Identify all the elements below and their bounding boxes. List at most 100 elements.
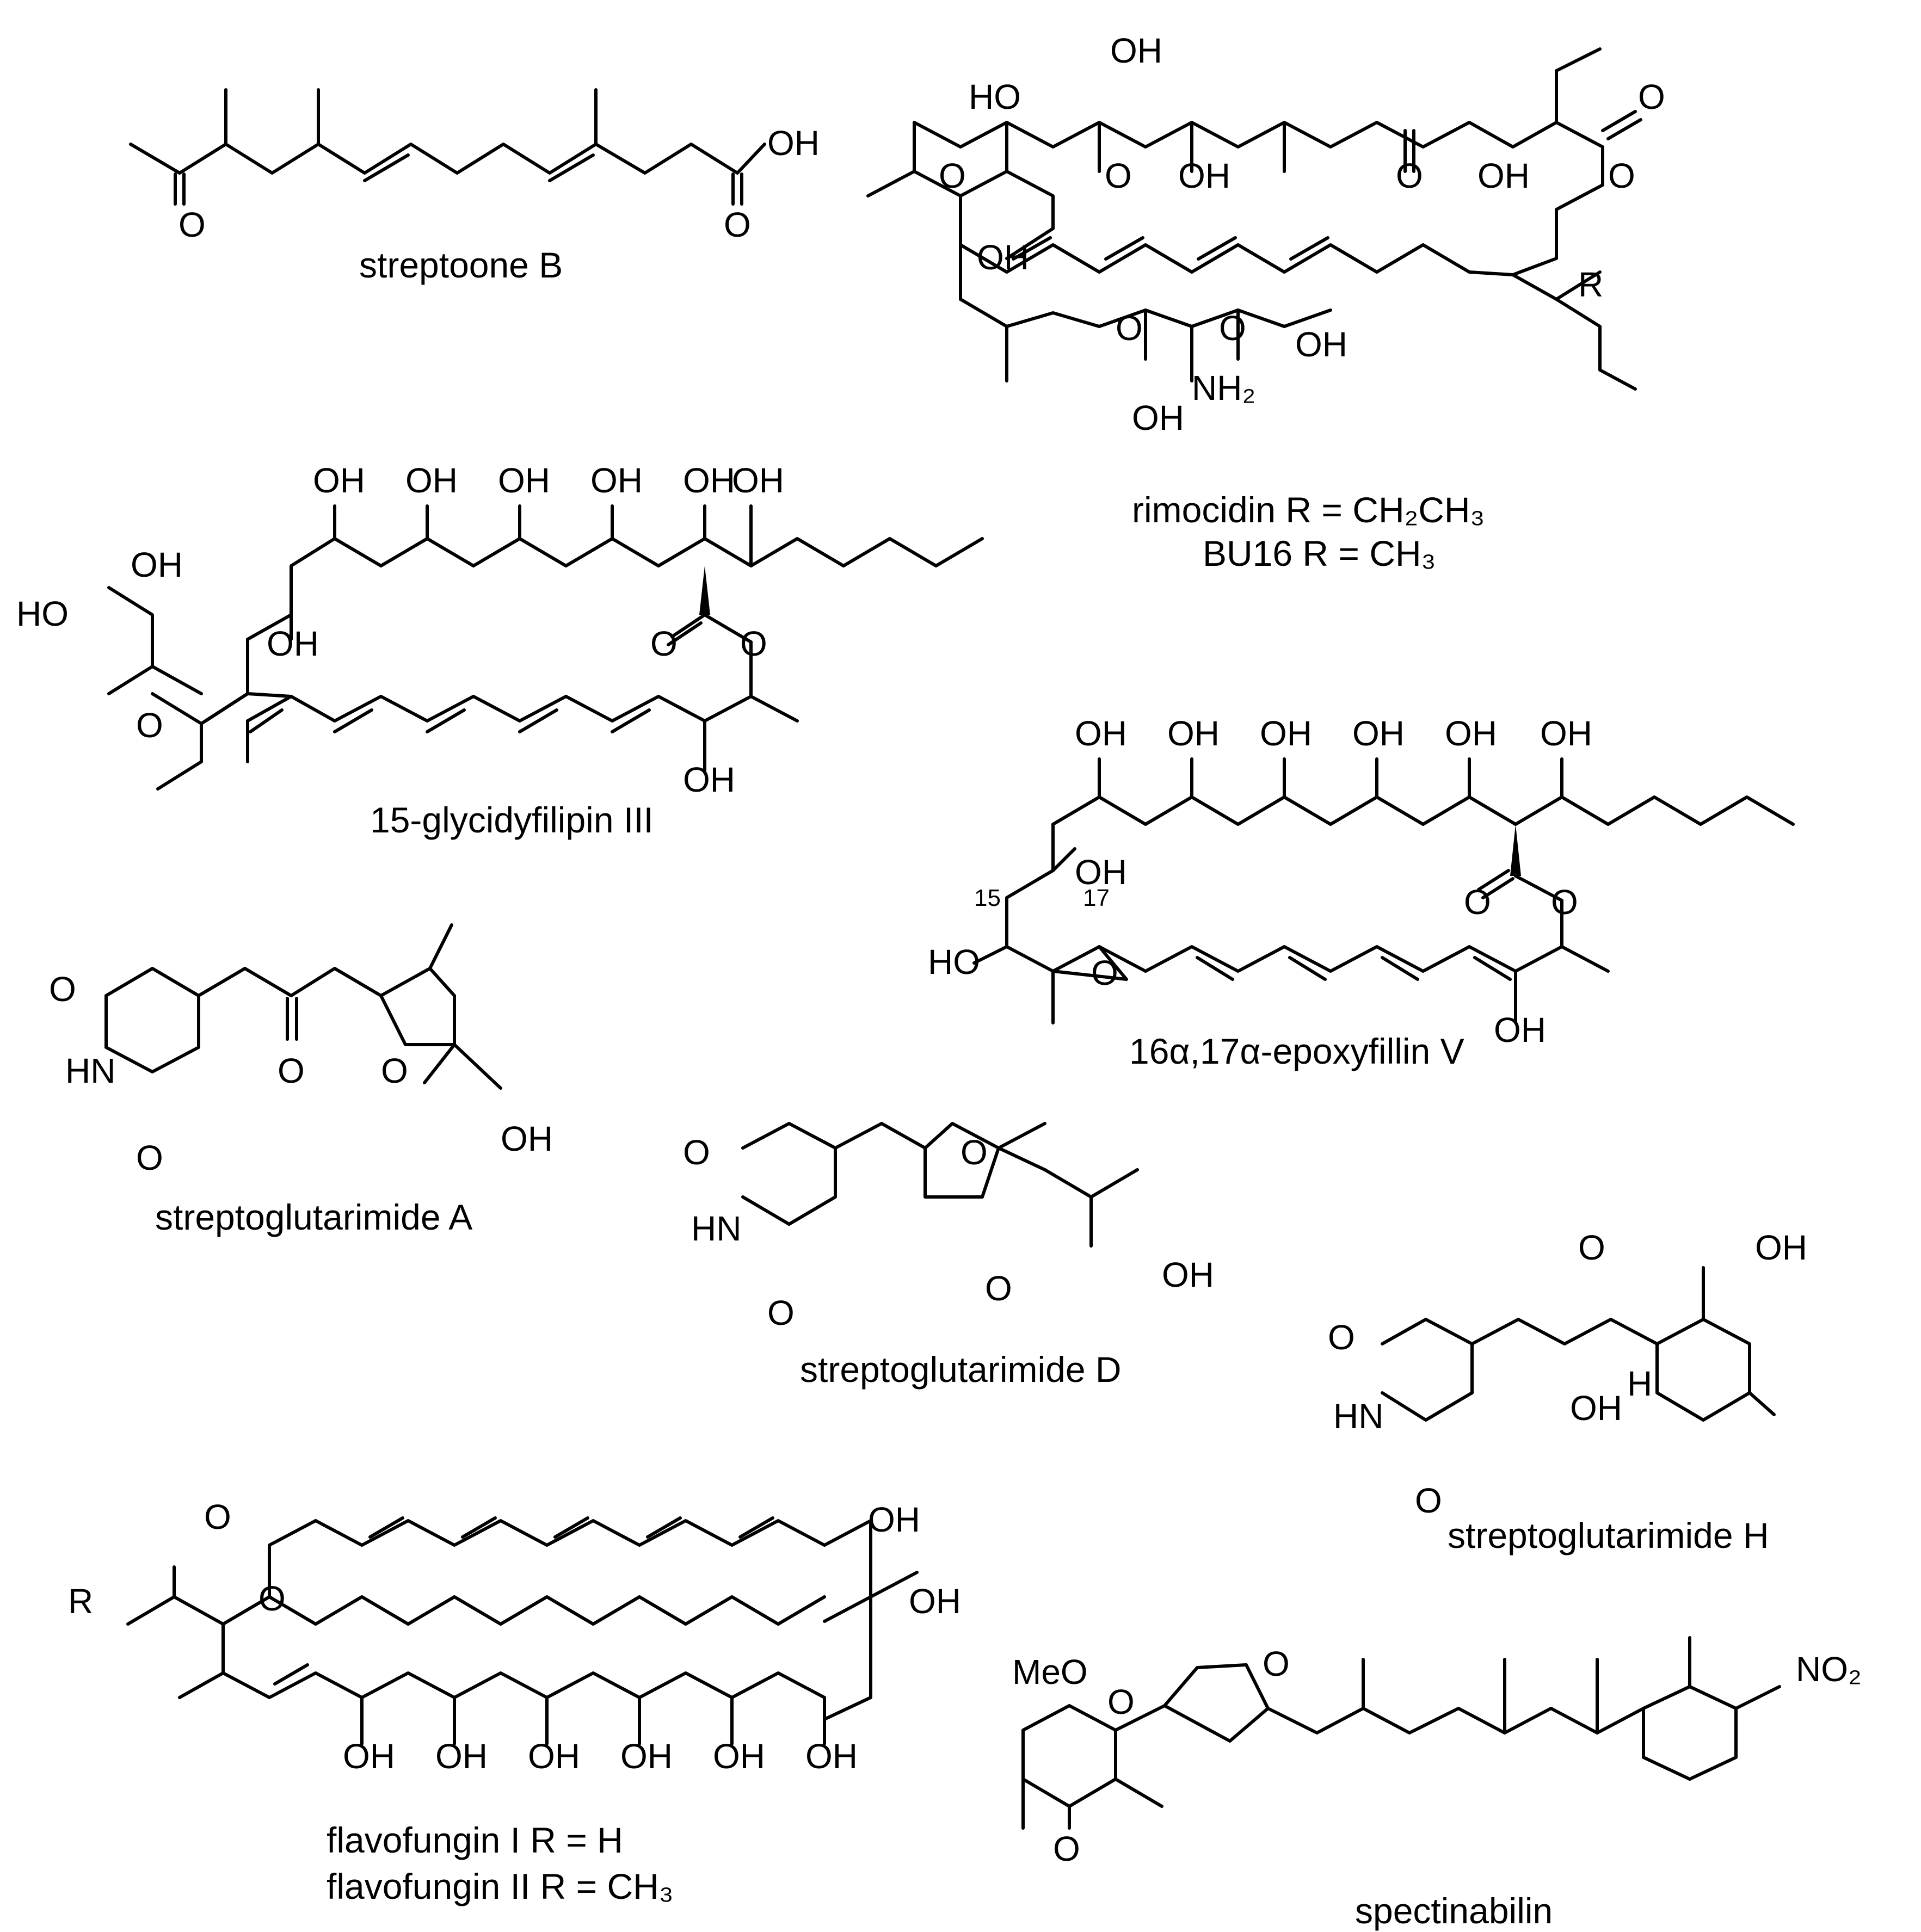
structure-streptoglutarimide-h: O HN O O OH OH H streptoglutarimide H — [1328, 1228, 1807, 1556]
structure-streptoglutarimide-a: O HN O O O OH streptoglutarimide A — [49, 923, 553, 1237]
streptoglutarimide-h-o-1: O — [1328, 1318, 1355, 1357]
spectinabilin-meo: MeO — [1012, 1652, 1088, 1692]
caption-spectinabilin: spectinabilin — [1355, 1891, 1553, 1931]
structure-streptoone-b: O O OH streptoone B — [129, 88, 820, 285]
rimocidin-sugar-oh-2: OH — [1132, 398, 1184, 437]
streptoone-b-acid-o: O — [724, 205, 751, 244]
structure-epoxyfillin: OH OH OH OH OH OH OH O O 15 17 HO O OH 1… — [928, 714, 1795, 1071]
glycidyfilipin-oh-7: OH — [267, 624, 319, 663]
streptoone-b-ketone-o: O — [178, 205, 206, 244]
epoxyfillin-epoxide-o: O — [1091, 953, 1118, 992]
structure-rimocidin: HO OH O OH O OH O O O OH R O O OH NH₂ OH… — [866, 31, 1665, 573]
streptoglutarimide-a-oh: OH — [501, 1119, 553, 1158]
glycidyfilipin-carbonyl-o: O — [650, 624, 678, 663]
rimocidin-ring-o: O — [1105, 156, 1132, 195]
caption-streptoglutarimide-h: streptoglutarimide H — [1448, 1515, 1769, 1556]
flavofungin-r: R — [68, 1582, 93, 1621]
rimocidin-ketone-o: O — [1396, 156, 1423, 195]
caption-epoxyfillin: 16α,17α-epoxyfillin V — [1129, 1031, 1464, 1071]
streptoglutarimide-h-ketone-o: O — [1578, 1228, 1605, 1267]
caption-flavofungin-i: flavofungin I R = H — [327, 1820, 623, 1860]
rimocidin-oh-hemiketal: OH — [1110, 31, 1162, 70]
caption-flavofungin-ii: flavofungin II R = CH₃ — [327, 1866, 674, 1906]
glycidyfilipin-oh-3: OH — [498, 461, 550, 500]
spectinabilin-no2: NO₂ — [1796, 1650, 1862, 1689]
streptoglutarimide-a-hn: HN — [65, 1051, 115, 1090]
flavofungin-oh-7: OH — [713, 1737, 765, 1776]
rimocidin-oh-2: OH — [1178, 156, 1230, 195]
glycidyfilipin-oh-5: OH — [683, 461, 735, 500]
caption-streptoglutarimide-a: streptoglutarimide A — [155, 1197, 472, 1237]
caption-glycidyfilipin: 15-glycidyfilipin III — [370, 800, 654, 840]
epoxyfillin-oh-6: OH — [1540, 714, 1592, 753]
streptoglutarimide-a-ring-o: O — [381, 1051, 408, 1090]
streptoglutarimide-d-ring-o: O — [960, 1133, 988, 1172]
rimocidin-nh2: NH₂ — [1192, 368, 1255, 408]
streptoglutarimide-h-oh-2: OH — [1570, 1388, 1622, 1428]
rimocidin-oh-3: OH — [1477, 156, 1530, 195]
glycidyfilipin-ether-o: O — [136, 706, 163, 745]
rimocidin-carbonyl-o: O — [1638, 77, 1665, 116]
flavofungin-oh-3: OH — [343, 1737, 395, 1776]
spectinabilin-ketone-o: O — [1053, 1829, 1080, 1868]
epoxyfillin-oh-7: OH — [1075, 853, 1127, 892]
flavofungin-oh-5: OH — [528, 1737, 580, 1776]
rimocidin-glycoside-o: O — [1116, 308, 1143, 348]
flavofungin-carbonyl-o: O — [204, 1497, 231, 1536]
structure-flavofungin: R O O OH OH OH OH OH OH OH OH flavofungi… — [68, 1497, 961, 1906]
structure-glycidyfilipin: OH OH OH OH OH OH OH O O OH OH HO O 15-g… — [16, 461, 984, 840]
rimocidin-ester-o: O — [1608, 156, 1635, 195]
flavofungin-oh-8: OH — [805, 1737, 858, 1776]
structure-streptoglutarimide-d: O HN O O O OH streptoglutarimide D — [683, 1122, 1214, 1390]
streptoglutarimide-a-o-1: O — [49, 970, 76, 1009]
caption-streptoglutarimide-d: streptoglutarimide D — [800, 1349, 1122, 1390]
streptoglutarimide-h-hn: HN — [1333, 1397, 1383, 1436]
streptoglutarimide-d-o-2: O — [767, 1293, 795, 1332]
streptoglutarimide-d-ketone-o: O — [985, 1269, 1012, 1308]
epoxyfillin-oh-3: OH — [1260, 714, 1312, 753]
streptoglutarimide-d-hn: HN — [691, 1209, 741, 1248]
spectinabilin-thf-o: O — [1263, 1644, 1290, 1683]
structure-spectinabilin: MeO O O O NO₂ spectinabilin — [1012, 1636, 1862, 1931]
flavofungin-ester-o: O — [258, 1579, 286, 1618]
glycidyfilipin-oh-1: OH — [313, 461, 365, 500]
epoxyfillin-oh-4: OH — [1352, 714, 1405, 753]
epoxyfillin-oh-1: OH — [1075, 714, 1127, 753]
rimocidin-r: R — [1578, 265, 1603, 304]
flavofungin-oh-4: OH — [435, 1737, 488, 1776]
rimocidin-sugar-o: O — [1219, 308, 1246, 348]
caption-rimocidin: rimocidin R = CH₂CH₃ — [1132, 490, 1485, 530]
streptoglutarimide-a-ketone-o: O — [278, 1051, 305, 1090]
epoxyfillin-label-17: 17 — [1083, 885, 1110, 911]
epoxyfillin-oh-2: OH — [1167, 714, 1220, 753]
streptoglutarimide-h-h: H — [1627, 1364, 1652, 1403]
glycidyfilipin-oh-6: OH — [732, 461, 784, 500]
rimocidin-sugar-oh: OH — [1295, 325, 1347, 364]
spectinabilin-pyrone-o: O — [1107, 1682, 1135, 1721]
glycidyfilipin-oh-4: OH — [590, 461, 643, 500]
rimocidin-acid-oh: OH — [977, 238, 1029, 277]
glycidyfilipin-oh-glyceryl: OH — [131, 545, 183, 584]
epoxyfillin-carbonyl-o: O — [1464, 882, 1491, 922]
streptoglutarimide-d-o-1: O — [683, 1133, 710, 1172]
rimocidin-acid-o: O — [939, 156, 966, 195]
glycidyfilipin-oh-8: OH — [683, 760, 735, 799]
streptoone-b-oh: OH — [767, 124, 820, 163]
caption-streptoone-b: streptoone B — [359, 245, 563, 285]
flavofungin-oh-1: OH — [868, 1500, 920, 1539]
glycidyfilipin-oh-2: OH — [405, 461, 458, 500]
epoxyfillin-oh-5: OH — [1445, 714, 1497, 753]
glycidyfilipin-ho-glyceryl: HO — [16, 594, 69, 633]
streptoglutarimide-d-oh: OH — [1162, 1255, 1214, 1294]
epoxyfillin-oh-8: OH — [1494, 1010, 1546, 1050]
flavofungin-oh-2: OH — [909, 1582, 961, 1621]
rimocidin-ho-1: HO — [969, 77, 1021, 116]
caption-bu16: BU16 R = CH₃ — [1203, 533, 1436, 573]
streptoglutarimide-h-oh-1: OH — [1755, 1228, 1807, 1267]
glycidyfilipin-ester-o: O — [740, 624, 767, 663]
flavofungin-oh-6: OH — [620, 1737, 673, 1776]
epoxyfillin-label-15: 15 — [974, 885, 1001, 911]
epoxyfillin-ester-o: O — [1551, 882, 1578, 922]
